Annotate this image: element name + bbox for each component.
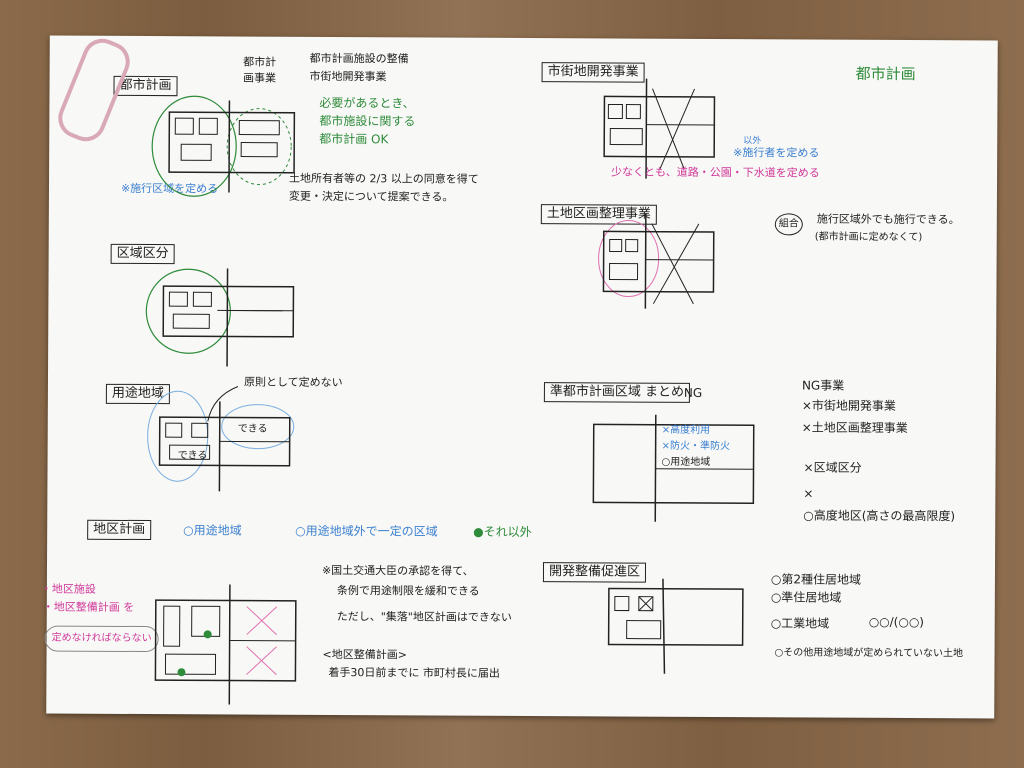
ng-item: ×土地区画整理事業 (801, 420, 908, 436)
kaihatsu-item: ○工業地域 (770, 616, 830, 631)
ng-label: NG (683, 385, 703, 400)
box-item: ×高度利用 (661, 424, 711, 436)
jigyo-item: 市街地開発事業 (309, 69, 387, 84)
pink-note: ・地区整備計画 を (42, 600, 135, 614)
dekiru-label: できる (237, 423, 268, 435)
diagram-toshi-keikaku (151, 95, 296, 197)
ng-item: ×区域区分 (803, 460, 862, 475)
note: ただし、"集落"地区計画はできない (336, 610, 512, 624)
note: 施行区域外でも施行できる。 (816, 212, 960, 227)
ng-item: ×市街地開発事業 (801, 398, 896, 413)
pink-note: 少なくとも、道路・公園・下水道を定める (611, 165, 820, 180)
diagram-jun-toshi (592, 414, 755, 522)
kaihatsu-item: ○その他用途地域が定められていない土地 (774, 647, 964, 660)
pink-note-circled: 定めなければならない (44, 625, 159, 653)
kaihatsu-item: ○準住居地域 (770, 590, 842, 605)
ng-item: ○高度地区(高さの最高限度) (803, 508, 956, 524)
diagram-kuiki-kubun (145, 268, 295, 367)
heading-jun-toshi: 準都市計画区域 まとめ (543, 382, 691, 403)
box-item: ×防火・準防火 (661, 440, 731, 453)
diagram-yoto-chiiki (147, 386, 295, 492)
ng-item: × (803, 486, 814, 501)
legend-item: ○用途地域外で一定の区域 (295, 523, 438, 539)
legend-item: ●それ以外 (473, 524, 532, 540)
box-item: ○用途地域 (661, 456, 711, 468)
note: 条例で用途制限を緩和できる (336, 584, 480, 598)
blue-note: ※施行者を定める (733, 146, 820, 160)
diagram-kukaku (598, 213, 715, 309)
kumiai-circle: 組合 (774, 213, 803, 236)
heading-kuiki-kubun: 区域区分 (110, 243, 175, 265)
heading-chiku-keikaku: 地区計画 (87, 519, 152, 541)
corner-title: 都市計画 (855, 64, 916, 84)
pink-note: ・地区施設 (40, 582, 96, 596)
notebook-paper: 都市計画 都市計画事業 都市計画施設の整備 市街地開発事業 必要があるとき、 都… (41, 35, 998, 719)
diagram-kaihatsu (607, 578, 744, 674)
diagram-chiku-keikaku (154, 584, 297, 705)
note: 着手30日前までに 市町村長に届出 (328, 665, 500, 680)
legend-item: ○用途地域 (183, 523, 242, 538)
note: (都市計画に定めなくて) (814, 231, 923, 244)
dekiru-label: できる (177, 450, 208, 462)
ng-title: NG事業 (801, 378, 845, 393)
jigyo-label: 都市計画事業 (243, 55, 277, 85)
diagram-shigaichi (603, 78, 716, 179)
note: ※国土交通大臣の承認を得て、 (321, 563, 474, 578)
kaihatsu-item: ○第2種住居地域 (770, 572, 862, 587)
note-title: <地区整備計画> (322, 647, 408, 662)
jigyo-item: 都市計画施設の整備 (309, 51, 409, 66)
kaihatsu-side: ○○/(○○) (868, 614, 925, 630)
